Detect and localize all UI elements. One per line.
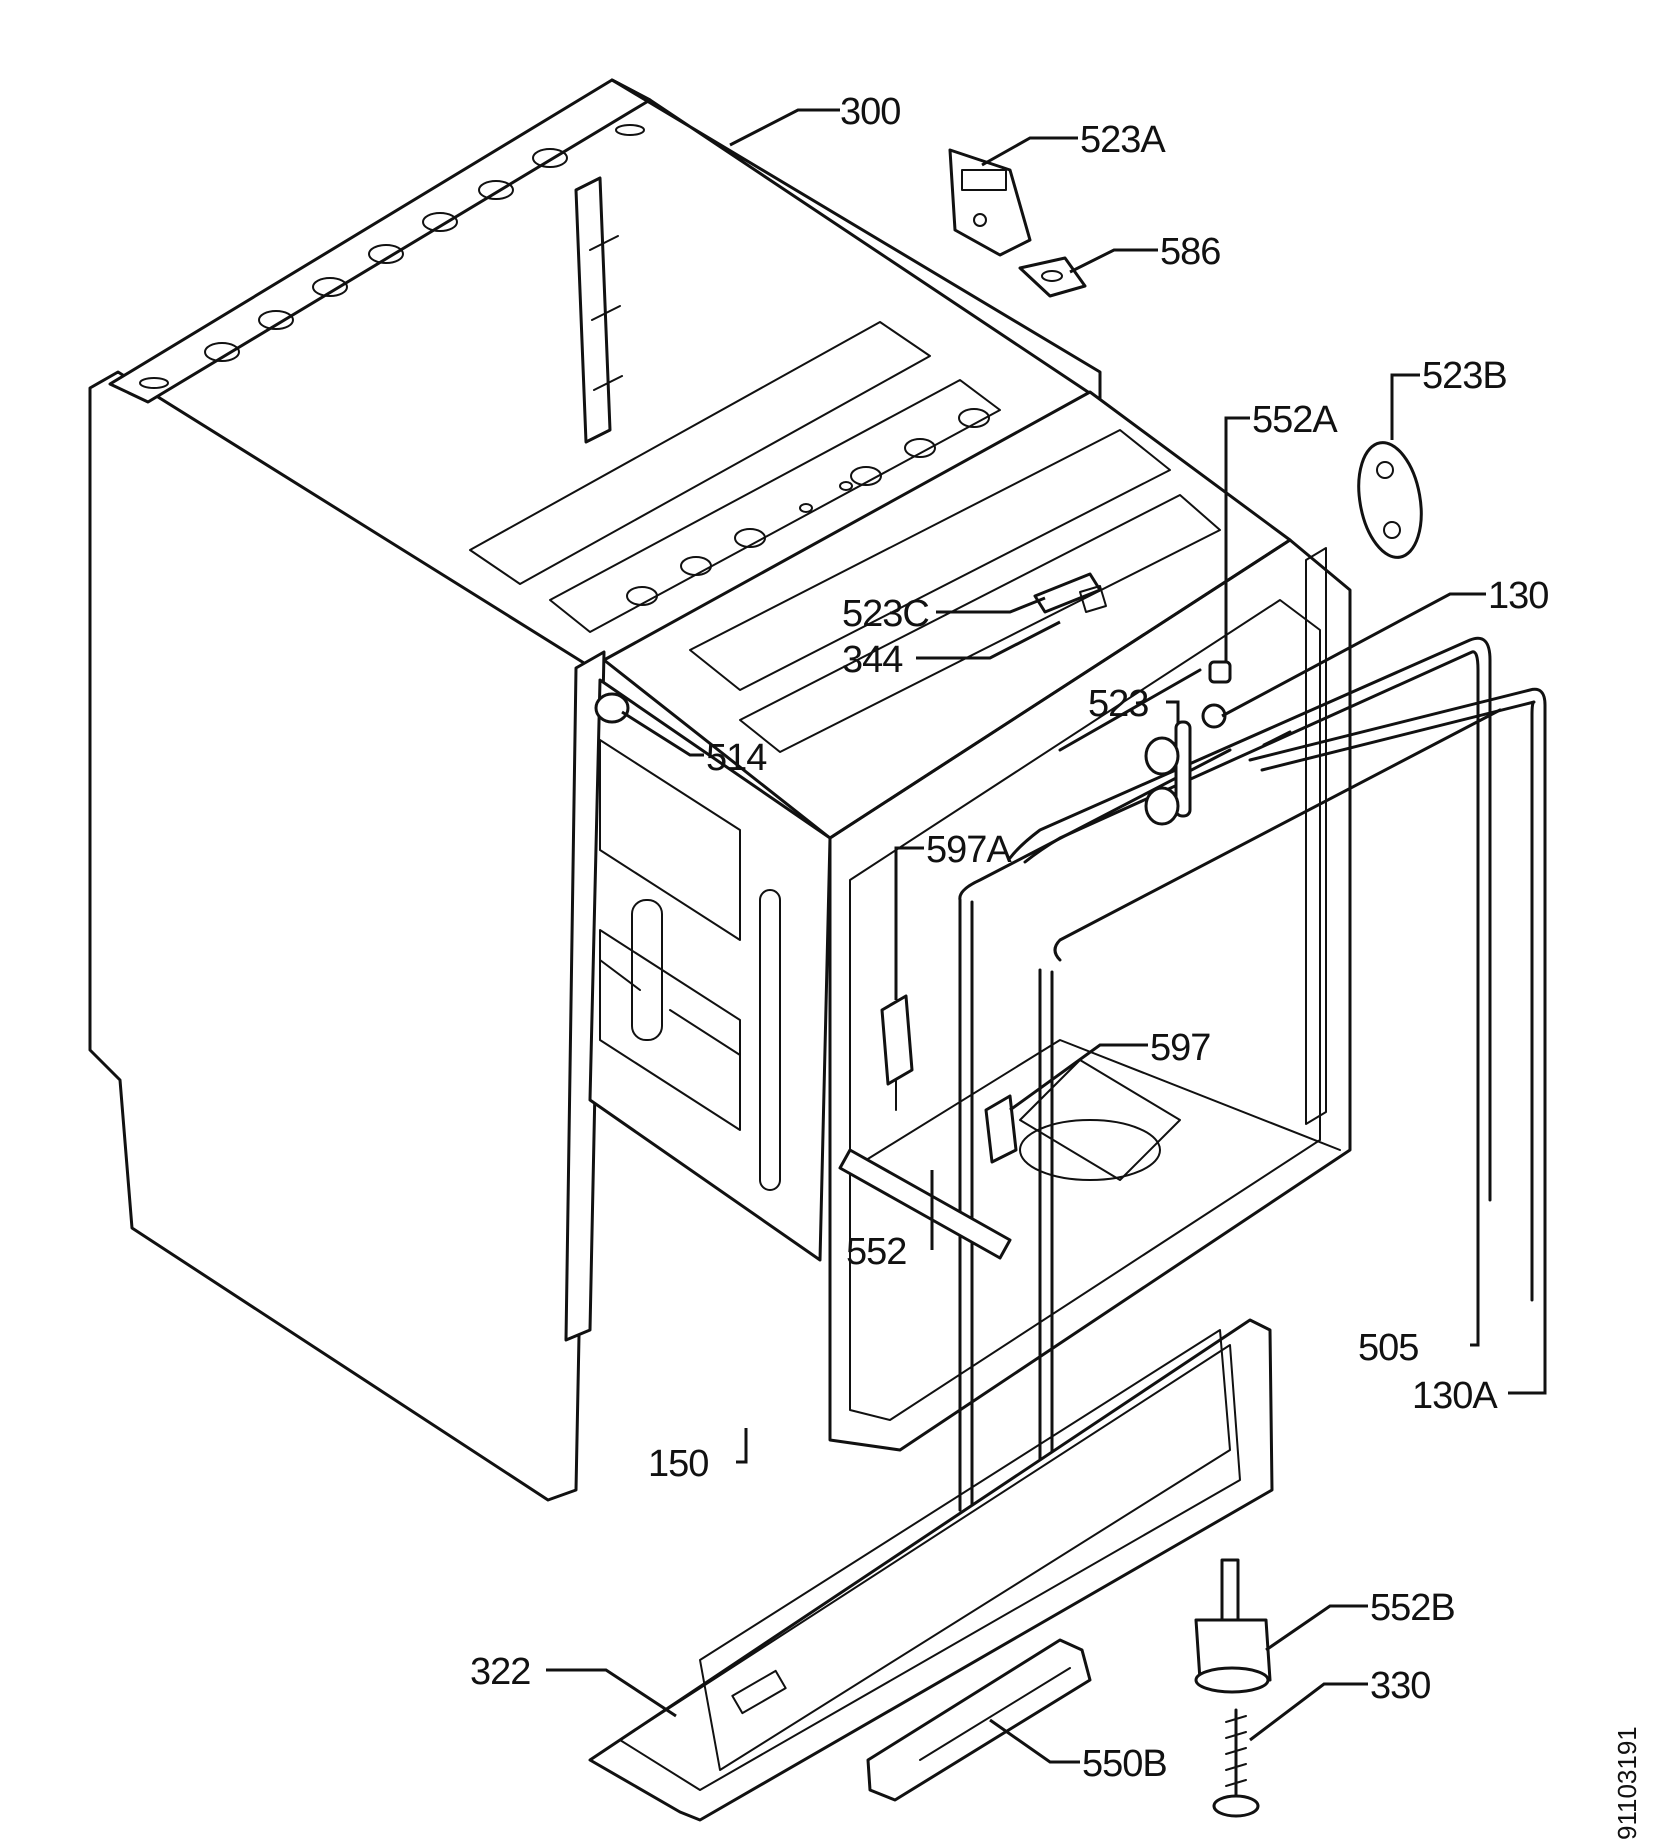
callout-labels: 300 523A 586 523B 552A 130 523C 344 523 …	[470, 91, 1549, 1785]
base-parts	[588, 1318, 1274, 1822]
label-552B: 552B	[1370, 1587, 1455, 1629]
label-130A: 130A	[1412, 1375, 1498, 1417]
label-550B: 550B	[1082, 1743, 1167, 1785]
label-552A: 552A	[1252, 399, 1338, 441]
label-597A: 597A	[926, 829, 1012, 871]
label-330: 330	[1370, 1665, 1430, 1707]
leader-lines	[546, 108, 1547, 1764]
label-523A: 523A	[1080, 119, 1166, 161]
label-150: 150	[648, 1443, 708, 1485]
label-523: 523	[1088, 683, 1148, 725]
label-130: 130	[1488, 575, 1548, 617]
cabinet-frame	[88, 78, 1102, 1502]
small-parts	[594, 148, 1423, 1260]
label-505: 505	[1358, 1327, 1418, 1369]
label-514: 514	[706, 737, 767, 779]
label-523B: 523B	[1422, 355, 1507, 397]
label-597: 597	[1150, 1027, 1210, 1069]
document-id: 91103191	[1612, 1726, 1642, 1840]
tub	[469, 321, 1352, 1452]
label-322: 322	[470, 1651, 530, 1693]
label-523C: 523C	[842, 593, 929, 635]
label-586: 586	[1160, 231, 1220, 273]
label-344: 344	[842, 639, 903, 681]
label-552: 552	[846, 1231, 906, 1273]
label-300: 300	[840, 91, 900, 133]
